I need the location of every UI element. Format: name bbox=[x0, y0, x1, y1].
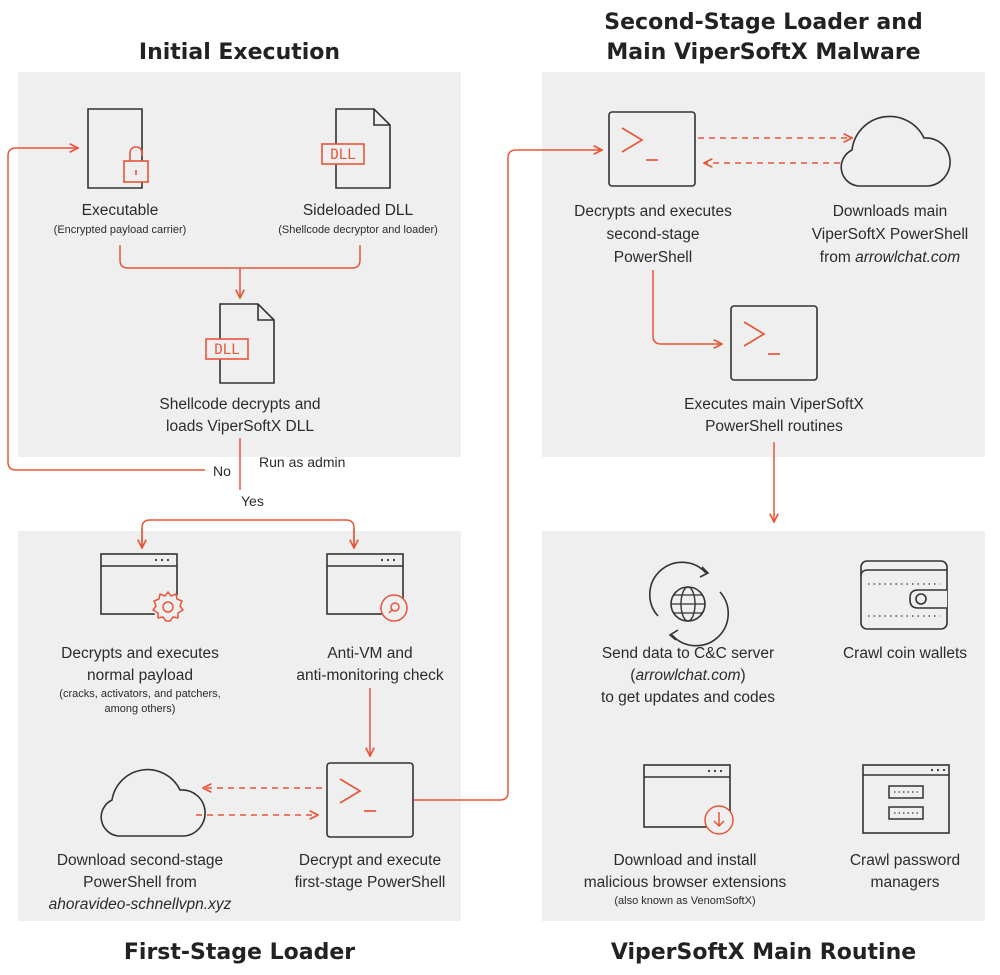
decision-yes-label: Yes bbox=[238, 492, 267, 510]
downloads-main-line1: Downloads main bbox=[832, 203, 948, 220]
first-stage-panel bbox=[18, 531, 461, 921]
browser-download-icon bbox=[643, 764, 734, 835]
browser-extensions-line2: malicious browser extensions bbox=[583, 874, 787, 891]
normal-payload-label-line2: normal payload bbox=[87, 667, 193, 684]
dll-icon-label-2: DLL bbox=[214, 342, 239, 358]
send-data-line1: Send data to C&C server bbox=[601, 645, 775, 662]
decrypt-first-stage-label-line1: Decrypt and execute bbox=[298, 852, 442, 869]
wallet-icon bbox=[860, 560, 948, 630]
send-data-line3: to get updates and codes bbox=[600, 689, 776, 706]
initial-execution-panel bbox=[18, 72, 461, 457]
terminal-icon bbox=[608, 111, 696, 187]
initial-execution-title: Initial Execution bbox=[138, 40, 341, 65]
normal-payload-sublabel-1: (cracks, activators, and patchers, bbox=[59, 688, 221, 700]
cloud-icon bbox=[840, 115, 951, 187]
browser-extensions-line1: Download and install bbox=[613, 852, 757, 869]
executes-main-line1: Executes main ViperSoftX bbox=[684, 396, 864, 413]
decrypts-second-stage-line2: second-stage bbox=[606, 226, 700, 243]
download-second-stage-label-line2: PowerShell from bbox=[83, 874, 197, 891]
terminal-icon bbox=[730, 305, 818, 381]
downloads-main-line3: from arrowlchat.com bbox=[785, 247, 995, 269]
normal-payload-sublabel-2: among others) bbox=[104, 703, 176, 715]
first-stage-title: First-Stage Loader bbox=[123, 940, 356, 965]
downloads-main-from: from bbox=[819, 249, 856, 266]
decrypts-second-stage-line3: PowerShell bbox=[613, 249, 693, 266]
executes-main-line2: PowerShell routines bbox=[705, 418, 843, 435]
send-data-domain: arrowlchat.com bbox=[635, 667, 741, 684]
dll-file-icon: DLL bbox=[205, 303, 275, 384]
anti-vm-label-line1: Anti-VM and bbox=[327, 645, 413, 662]
cloud-icon bbox=[100, 768, 206, 837]
sideloaded-dll-sublabel: (Shellcode decryptor and loader) bbox=[278, 224, 438, 236]
download-second-stage-label-line1: Download second-stage bbox=[56, 852, 224, 869]
shellcode-label-line2: loads ViperSoftX DLL bbox=[166, 418, 314, 435]
anti-vm-label-line2: anti-monitoring check bbox=[296, 667, 444, 684]
decision-no-label: No bbox=[210, 462, 234, 480]
decrypts-second-stage-line1: Decrypts and executes bbox=[574, 203, 732, 220]
second-stage-title-line1: Second-Stage Loader and bbox=[604, 10, 923, 35]
downloads-main-domain: arrowlchat.com bbox=[855, 249, 961, 266]
crawl-wallets-label: Crawl coin wallets bbox=[842, 645, 968, 662]
password-manager-icon bbox=[862, 764, 950, 834]
browser-extensions-sublabel: (also known as VenomSoftX) bbox=[614, 895, 756, 907]
sideloaded-dll-label: Sideloaded DLL bbox=[302, 202, 414, 219]
main-routine-title: ViperSoftX Main Routine bbox=[610, 940, 917, 965]
decrypt-first-stage-label-line2: first-stage PowerShell bbox=[294, 874, 446, 891]
globe-refresh-icon bbox=[648, 561, 730, 647]
executable-label: Executable bbox=[81, 202, 159, 219]
download-second-stage-domain: ahoravideo-schnellvpn.xyz bbox=[48, 896, 232, 913]
browser-search-icon bbox=[326, 553, 408, 622]
second-stage-title-line2: Main ViperSoftX Malware bbox=[606, 40, 921, 65]
dll-icon-label-1: DLL bbox=[330, 147, 355, 163]
normal-payload-label-line1: Decrypts and executes bbox=[61, 645, 219, 662]
terminal-icon bbox=[326, 762, 414, 838]
dll-file-icon: DLL bbox=[321, 108, 391, 189]
browser-gear-icon bbox=[100, 553, 184, 622]
downloads-main-line2: ViperSoftX PowerShell bbox=[811, 226, 969, 243]
send-data-line2: (arrowlchat.com) bbox=[630, 667, 746, 684]
shellcode-label-line1: Shellcode decrypts and bbox=[159, 396, 321, 413]
executable-sublabel: (Encrypted payload carrier) bbox=[53, 224, 187, 236]
run-as-admin-label: Run as admin bbox=[259, 454, 346, 470]
document-lock-icon bbox=[87, 108, 149, 189]
crawl-password-line1: Crawl password bbox=[849, 852, 961, 869]
crawl-password-line2: managers bbox=[870, 874, 940, 891]
second-stage-panel bbox=[542, 72, 985, 457]
